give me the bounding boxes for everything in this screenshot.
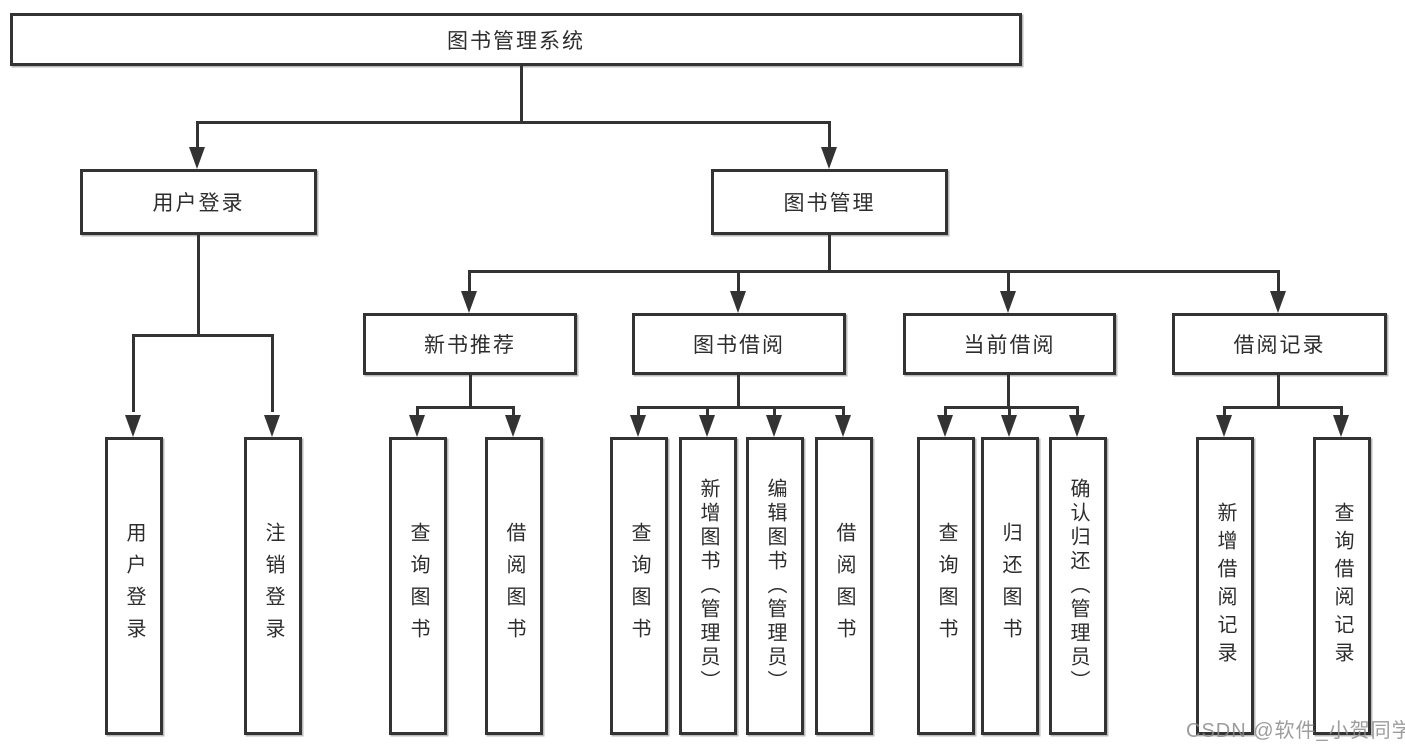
connector-line-segment	[416, 406, 515, 409]
arrowhead-down-icon	[1000, 291, 1016, 313]
node-label: 查询图书	[407, 522, 429, 650]
leaf-borrow-edit-books-admin: 编辑图书（管理员）	[746, 437, 804, 735]
arrowhead-down-icon	[505, 415, 521, 437]
node-label: 查询图书	[628, 522, 650, 650]
leaf-current-confirm-return-admin: 确认归还（管理员）	[1049, 437, 1107, 735]
connector-line-segment	[1340, 406, 1343, 415]
csdn-watermark: CSDN @软件_小贺同学	[1186, 720, 1405, 742]
node-label: 借阅图书	[503, 522, 525, 650]
connector-line-segment	[1277, 270, 1280, 293]
node-label: 新增借阅记录	[1214, 502, 1236, 670]
node-current-borrowing: 当前借阅	[903, 313, 1116, 375]
connector-line-segment	[132, 334, 274, 337]
node-label: 查询图书	[935, 522, 957, 650]
connector-line-segment	[1076, 406, 1079, 415]
node-label: 图书借阅	[693, 334, 785, 357]
connector-line-segment	[1007, 375, 1010, 408]
leaf-records-add-record: 新增借阅记录	[1196, 437, 1254, 735]
connector-line-segment	[1007, 270, 1010, 293]
connector-line-segment	[1223, 406, 1226, 415]
node-label: 归还图书	[999, 522, 1021, 650]
node-label: 查询借阅记录	[1331, 502, 1353, 670]
node-label: 新增图书（管理员）	[697, 478, 719, 694]
arrowhead-down-icon	[409, 415, 425, 437]
node-label: 借阅图书	[833, 522, 855, 650]
connector-line-segment	[196, 121, 199, 149]
connector-line-segment	[828, 121, 831, 149]
leaf-borrow-query-books: 查询图书	[610, 437, 668, 735]
arrowhead-down-icon	[937, 415, 953, 437]
node-label: 确认归还（管理员）	[1067, 478, 1089, 694]
arrowhead-down-icon	[1001, 415, 1017, 437]
node-label: 当前借阅	[963, 334, 1056, 357]
connector-line-segment	[706, 406, 709, 415]
node-borrowing-records: 借阅记录	[1172, 313, 1387, 375]
connector-line-segment	[132, 334, 135, 412]
arrowhead-down-icon	[264, 415, 280, 437]
arrowhead-down-icon	[766, 415, 782, 437]
leaf-user-login: 用户登录	[105, 437, 163, 735]
arrowhead-down-icon	[699, 415, 715, 437]
connector-line-segment	[1277, 375, 1280, 408]
leaf-recommend-borrow-books: 借阅图书	[485, 437, 543, 735]
connector-line-segment	[637, 406, 640, 415]
arrowhead-down-icon	[1333, 415, 1349, 437]
connector-line-segment	[842, 406, 845, 415]
node-label: 图书管理	[783, 192, 876, 215]
node-library-management-system: 图书管理系统	[10, 13, 1022, 66]
node-label: 图书管理系统	[447, 29, 585, 53]
node-label: 注销登录	[262, 522, 284, 650]
arrowhead-down-icon	[189, 147, 205, 169]
leaf-current-query-books: 查询图书	[917, 437, 975, 735]
leaf-recommend-query-books: 查询图书	[389, 437, 447, 735]
leaf-borrow-borrow-books: 借阅图书	[815, 437, 873, 735]
connector-line-segment	[468, 270, 471, 293]
connector-line-segment	[944, 406, 947, 415]
node-label: 用户登录	[123, 522, 145, 650]
node-label: 借阅记录	[1233, 334, 1326, 357]
leaf-logout: 注销登录	[244, 437, 302, 735]
connector-line-segment	[944, 406, 1079, 409]
arrowhead-down-icon	[125, 415, 141, 437]
arrowhead-down-icon	[730, 291, 746, 313]
leaf-records-query-record: 查询借阅记录	[1313, 437, 1371, 735]
connector-line-segment	[737, 270, 740, 293]
connector-line-segment	[416, 406, 419, 415]
connector-line-segment	[1008, 406, 1011, 415]
connector-line-segment	[637, 406, 845, 409]
arrowhead-down-icon	[630, 415, 646, 437]
connector-line-segment	[1223, 406, 1343, 409]
node-label: 编辑图书（管理员）	[764, 478, 786, 694]
connector-line-segment	[197, 235, 200, 335]
node-new-book-recommendation: 新书推荐	[363, 313, 577, 375]
arrowhead-down-icon	[1069, 415, 1085, 437]
connector-line-segment	[520, 66, 523, 122]
connector-line-segment	[773, 406, 776, 415]
node-label: 新书推荐	[424, 334, 516, 357]
node-user-login: 用户登录	[80, 169, 317, 235]
arrowhead-down-icon	[835, 415, 851, 437]
arrowhead-down-icon	[1216, 415, 1232, 437]
arrowhead-down-icon	[1270, 291, 1286, 313]
node-label: 用户登录	[152, 192, 245, 215]
arrowhead-down-icon	[461, 291, 477, 313]
connector-line-segment	[737, 375, 740, 408]
connector-line-segment	[469, 375, 472, 408]
connector-line-segment	[512, 406, 515, 415]
leaf-borrow-add-books-admin: 新增图书（管理员）	[679, 437, 737, 735]
connector-line-segment	[468, 270, 1280, 273]
arrowhead-down-icon	[821, 147, 837, 169]
connector-line-segment	[828, 235, 831, 271]
node-book-management: 图书管理	[711, 169, 948, 235]
node-book-borrowing: 图书借阅	[632, 313, 846, 375]
connector-line-segment	[196, 121, 831, 124]
connector-line-segment	[271, 334, 274, 412]
leaf-current-return-books: 归还图书	[981, 437, 1039, 735]
